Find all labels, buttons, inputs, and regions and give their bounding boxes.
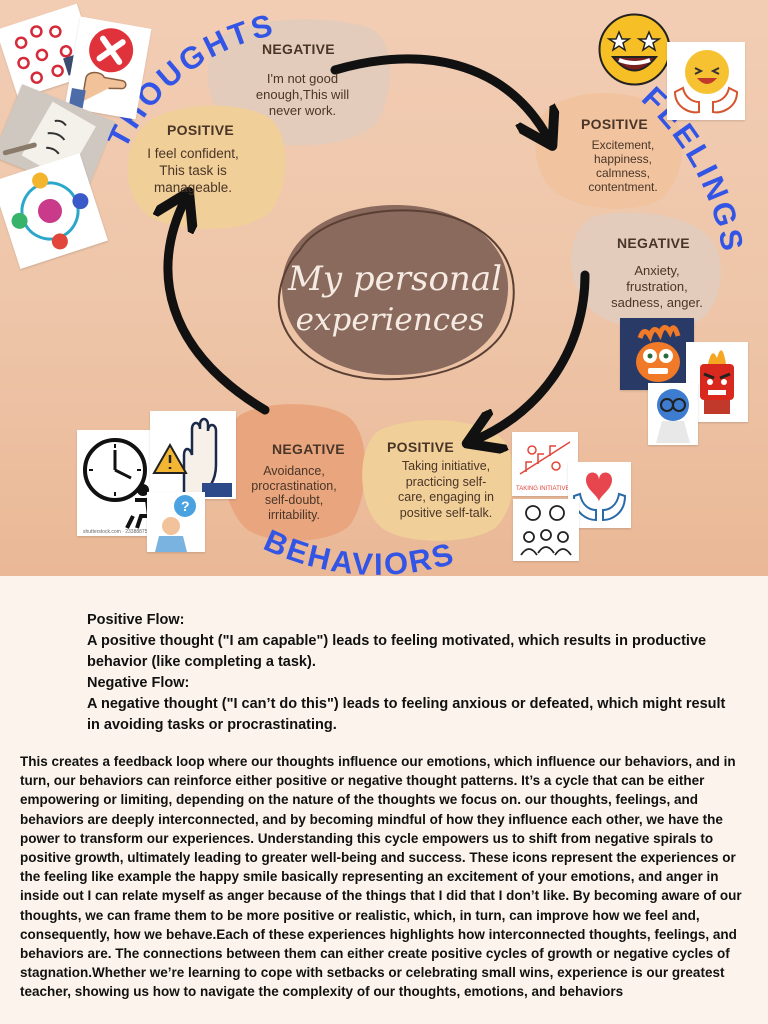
laughing-emoji-hands-icon — [667, 42, 745, 120]
positive-flow-text: A positive thought ("I am capable") lead… — [87, 633, 707, 670]
text-section: Positive Flow: A positive thought ("I am… — [0, 576, 768, 1024]
feelings-negative-heading: NEGATIVE — [617, 235, 690, 251]
arrow-thoughts-to-feelings — [330, 54, 548, 138]
negative-flow-text: A negative thought ("I can’t do this") l… — [87, 696, 726, 733]
stop-hand-icon — [64, 16, 152, 120]
feelings-positive-text: Excitement,happiness,calmness,contentmen… — [588, 138, 658, 194]
center-title-line1: My personal — [287, 259, 502, 299]
behaviors-negative-text: Avoidance,procrastination,self-doubt,irr… — [251, 464, 337, 522]
center-title-line2: experiences — [296, 302, 485, 338]
team-chat-icon — [513, 499, 579, 561]
positive-flow-heading: Positive Flow: — [87, 612, 185, 628]
sadness-character-image — [648, 383, 698, 445]
behaviors-positive-text: Taking initiative,practicing self-care, … — [398, 459, 494, 520]
note-sketch-photo — [0, 84, 115, 194]
star-eyes-emoji-icon — [597, 12, 672, 87]
clock-person-icon: shutterstock.com · 2338887515 — [77, 430, 161, 536]
center-circle — [281, 205, 509, 375]
thoughts-positive-heading: POSITIVE — [167, 122, 234, 138]
behaviors-negative-heading: NEGATIVE — [272, 441, 345, 457]
center-ring — [277, 209, 515, 381]
brain-network-icon — [0, 153, 108, 269]
confused-person-icon: ? — [147, 492, 205, 552]
arrow-feelings-to-behaviors — [475, 270, 590, 440]
arrow-behaviors-to-thoughts — [168, 200, 270, 415]
behaviors-negative-blob — [223, 404, 366, 541]
taking-initiative-image: TAKING INITIATIVE — [512, 432, 578, 496]
feelings-positive-heading: POSITIVE — [581, 116, 648, 132]
taking-initiative-caption: TAKING INITIATIVE — [516, 486, 569, 492]
feelings-positive-blob — [535, 92, 683, 209]
negative-flow-heading: Negative Flow: — [87, 675, 190, 691]
feelings-negative-text: Anxiety,frustration,sadness, anger. — [611, 263, 703, 310]
stock-credit-text: shutterstock.com · 2338887515 — [83, 529, 153, 535]
warning-hand-icon — [150, 411, 236, 499]
feelings-negative-blob — [571, 212, 721, 330]
thoughts-negative-heading: NEGATIVE — [262, 41, 335, 57]
diagram-area: My personal experiences THOUGHTS FEELING… — [0, 0, 768, 576]
behaviors-positive-heading: POSITIVE — [387, 439, 454, 455]
explanation-paragraph: This creates a feedback loop where our t… — [20, 754, 742, 1000]
anxiety-character-image — [620, 318, 694, 390]
svg-text:?: ? — [181, 498, 190, 514]
